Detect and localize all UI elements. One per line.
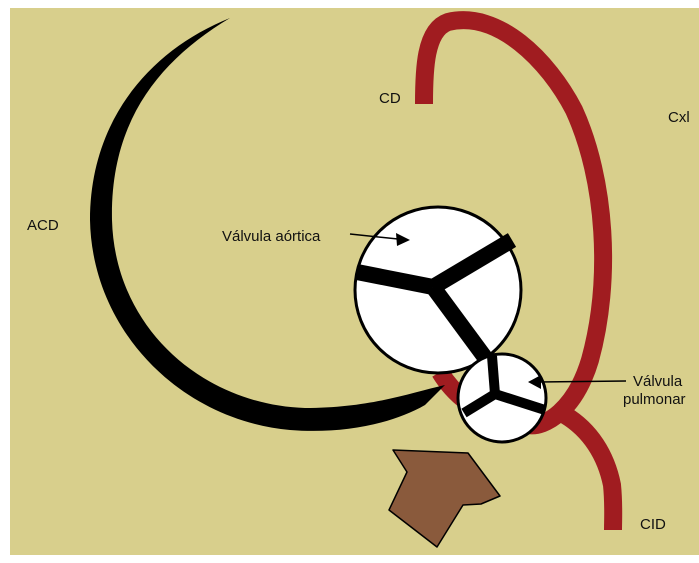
label-acd: ACD [27, 217, 59, 234]
label-valvula-aortica: Válvula aórtica [222, 228, 321, 245]
pulmonary-valve [458, 354, 546, 442]
aortic-valve [355, 207, 521, 373]
label-cxl: Cxl [668, 109, 690, 126]
label-cd: CD [379, 90, 401, 107]
label-valvula-pulmonar-1: Válvula [633, 373, 683, 390]
label-cid: CID [640, 516, 666, 533]
label-valvula-pulmonar-2: pulmonar [623, 391, 686, 408]
